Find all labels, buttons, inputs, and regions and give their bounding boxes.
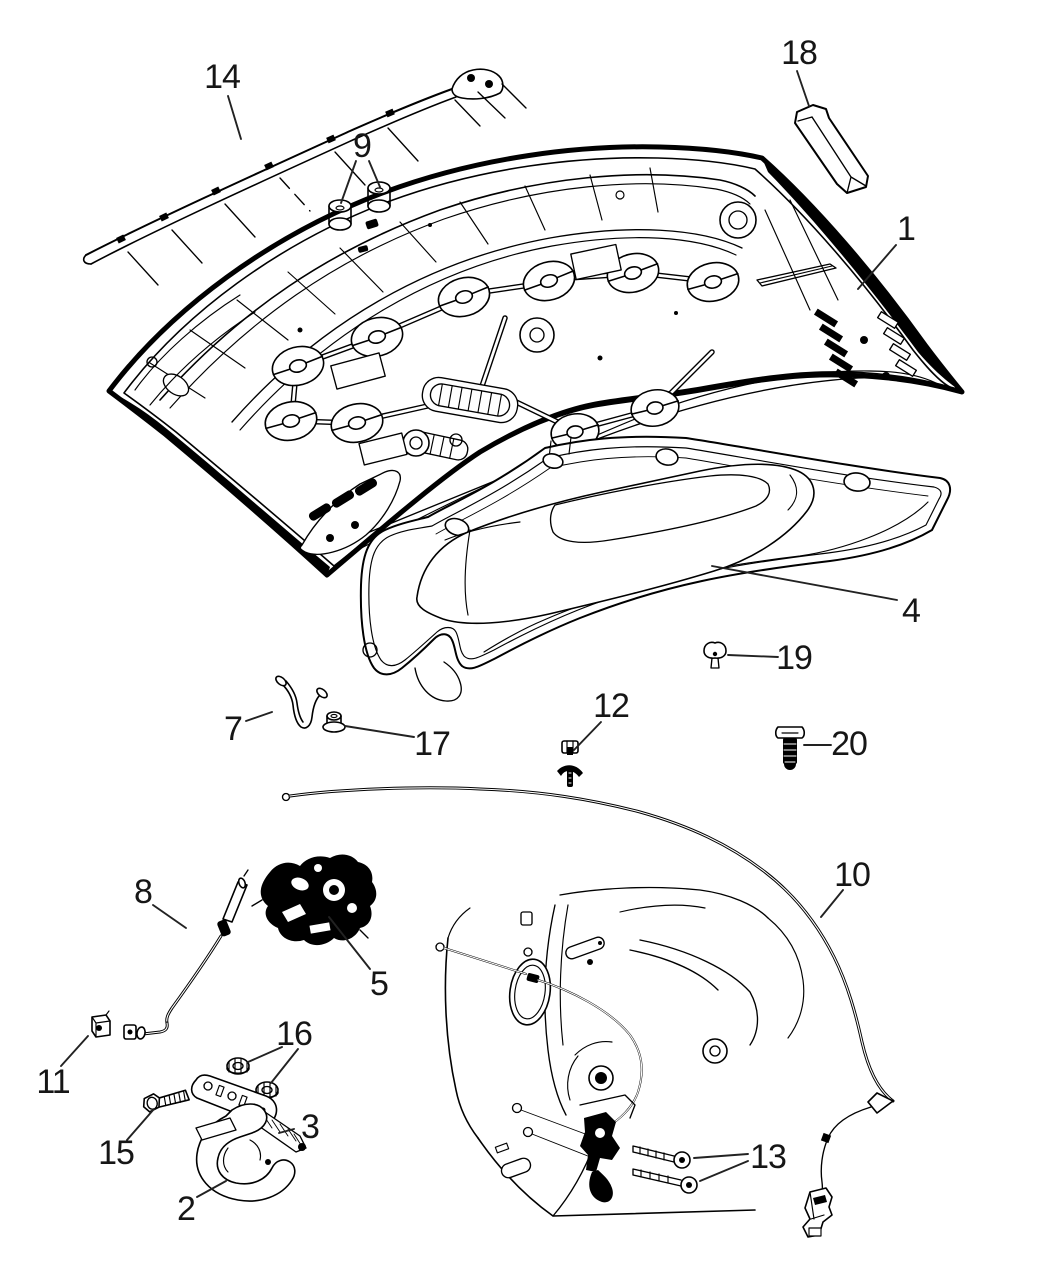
- weatherstrip-stub-lines: [127, 83, 527, 286]
- callout-15: 15: [98, 1134, 135, 1172]
- callout-3: 3: [301, 1108, 320, 1146]
- callout-4: 4: [902, 592, 921, 630]
- callout-7: 7: [224, 710, 243, 748]
- clip-19: [703, 641, 727, 669]
- callout-9: 9: [353, 127, 372, 165]
- hood-hinge-area: [756, 199, 918, 388]
- clip-11: [91, 1010, 111, 1038]
- pad-center-scoop: [416, 463, 815, 625]
- silencer-pad-4: [359, 435, 952, 702]
- callout-18: 18: [781, 34, 818, 72]
- callout-1: 1: [897, 210, 916, 248]
- callout-20: 20: [831, 725, 868, 763]
- wedge-18: [794, 104, 869, 194]
- callout-10: 10: [834, 856, 871, 894]
- hood-edge-ticks: [149, 167, 659, 399]
- grommet-17: [322, 711, 346, 733]
- bolts-13: [632, 1145, 698, 1194]
- hood-panel-1: [106, 144, 965, 578]
- release-rod-8: [123, 869, 249, 1040]
- hood-adhesive-nodes: [264, 252, 740, 452]
- callout-2: 2: [177, 1190, 196, 1228]
- hood-stiffener-plates: [411, 376, 519, 461]
- weatherstrip-14: [82, 68, 527, 286]
- clip-12: [557, 740, 583, 787]
- cable-handle: [802, 1187, 833, 1238]
- hood-latch-pocket: [299, 469, 402, 555]
- callout-17: 17: [414, 725, 451, 763]
- callout-16: 16: [276, 1015, 313, 1053]
- hood-latch-5: [251, 854, 377, 946]
- body-structure: [435, 886, 805, 1217]
- callout-11: 11: [36, 1063, 70, 1101]
- callout-14: 14: [204, 58, 241, 96]
- callout-13: 13: [750, 1138, 787, 1176]
- release-cable-10: [281, 786, 895, 1238]
- support-rod-7: [275, 675, 328, 729]
- bumpers-9: [328, 181, 391, 253]
- callout-5: 5: [370, 965, 389, 1003]
- leader-lines: [60, 70, 898, 1198]
- bolt-15: [142, 1089, 190, 1113]
- callout-12: 12: [593, 687, 630, 725]
- weatherstrip-clips: [116, 108, 395, 244]
- callout-8: 8: [134, 873, 153, 911]
- callout-19: 19: [776, 639, 813, 677]
- safety-hook-2: [195, 1103, 296, 1202]
- bolt-20: [774, 726, 806, 770]
